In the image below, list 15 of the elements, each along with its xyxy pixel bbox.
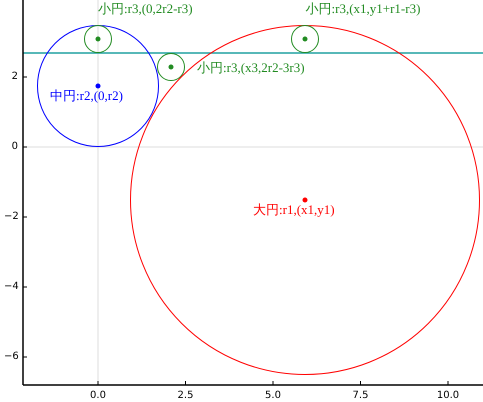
circle-label: 小円:r3,(x3,2r2-3r3) [197, 60, 305, 76]
tick-label: 5.0 [264, 390, 282, 402]
circle-label: 小円:r3,(x1,y1+r1-r3) [306, 0, 420, 16]
tick-label: 0 [10, 141, 18, 153]
circle-label: 大円:r1,(x1,y1) [253, 202, 335, 218]
circle-label: 中円:r2,(0,r2) [50, 88, 123, 104]
tick-label: 7.5 [352, 390, 370, 402]
tick-label: 2 [10, 71, 18, 83]
circle-label: 小円:r3,(0,2r2-r3) [98, 0, 193, 17]
tick-label: −4 [4, 281, 18, 293]
tick-label: 0.0 [89, 390, 107, 402]
tick-label: 2.5 [176, 390, 194, 402]
tick-label: −2 [4, 211, 18, 223]
tick-label: 10.0 [436, 390, 460, 402]
tick-label: −6 [4, 351, 18, 363]
